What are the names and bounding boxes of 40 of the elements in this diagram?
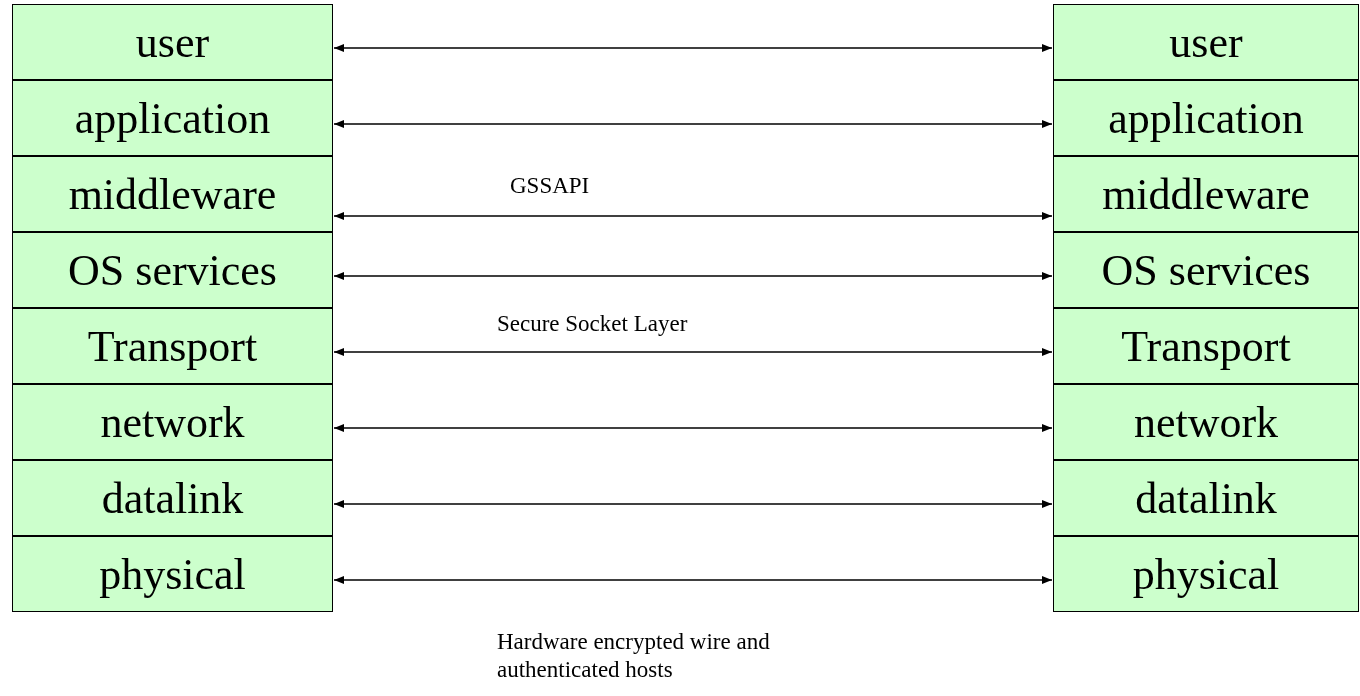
layer-label: physical xyxy=(1132,548,1280,600)
layer-label: physical xyxy=(99,548,246,600)
layer-label: datalink xyxy=(101,472,244,524)
layer-label: OS services xyxy=(68,244,277,296)
double-arrow xyxy=(333,272,1053,280)
layer-box xyxy=(12,232,333,308)
double-arrow xyxy=(333,212,1053,220)
layer-box xyxy=(1053,536,1359,612)
double-arrow xyxy=(333,576,1053,584)
layer-label: middleware xyxy=(1102,168,1310,220)
layer-box xyxy=(12,156,333,232)
layer-label: middleware xyxy=(68,168,277,220)
double-arrow xyxy=(333,348,1053,356)
layer-label: datalink xyxy=(1135,472,1277,524)
layer-box xyxy=(1053,308,1359,384)
layer-label: user xyxy=(1169,16,1243,68)
layer-box xyxy=(12,460,333,536)
layer-box xyxy=(1053,232,1359,308)
layer-box xyxy=(1053,80,1359,156)
layer-box xyxy=(12,536,333,612)
layer-label: network xyxy=(1133,396,1279,448)
double-arrow xyxy=(333,424,1053,432)
layer-label: application xyxy=(1108,92,1304,144)
layer-box xyxy=(12,308,333,384)
double-arrow xyxy=(333,120,1053,128)
layer-label: application xyxy=(74,92,271,144)
layer-box xyxy=(12,384,333,460)
layer-box xyxy=(1053,156,1359,232)
double-arrow xyxy=(333,500,1053,508)
layer-box xyxy=(12,80,333,156)
double-arrow xyxy=(333,44,1053,52)
layer-label: Transport xyxy=(1121,320,1291,372)
layer-label: user xyxy=(135,16,210,68)
layer-box xyxy=(1053,460,1359,536)
layer-box xyxy=(12,4,333,80)
layer-box xyxy=(1053,384,1359,460)
layer-label: Transport xyxy=(87,320,258,372)
layer-box xyxy=(1053,4,1359,80)
layer-label: OS services xyxy=(1101,244,1311,296)
layer-label: network xyxy=(100,396,245,448)
